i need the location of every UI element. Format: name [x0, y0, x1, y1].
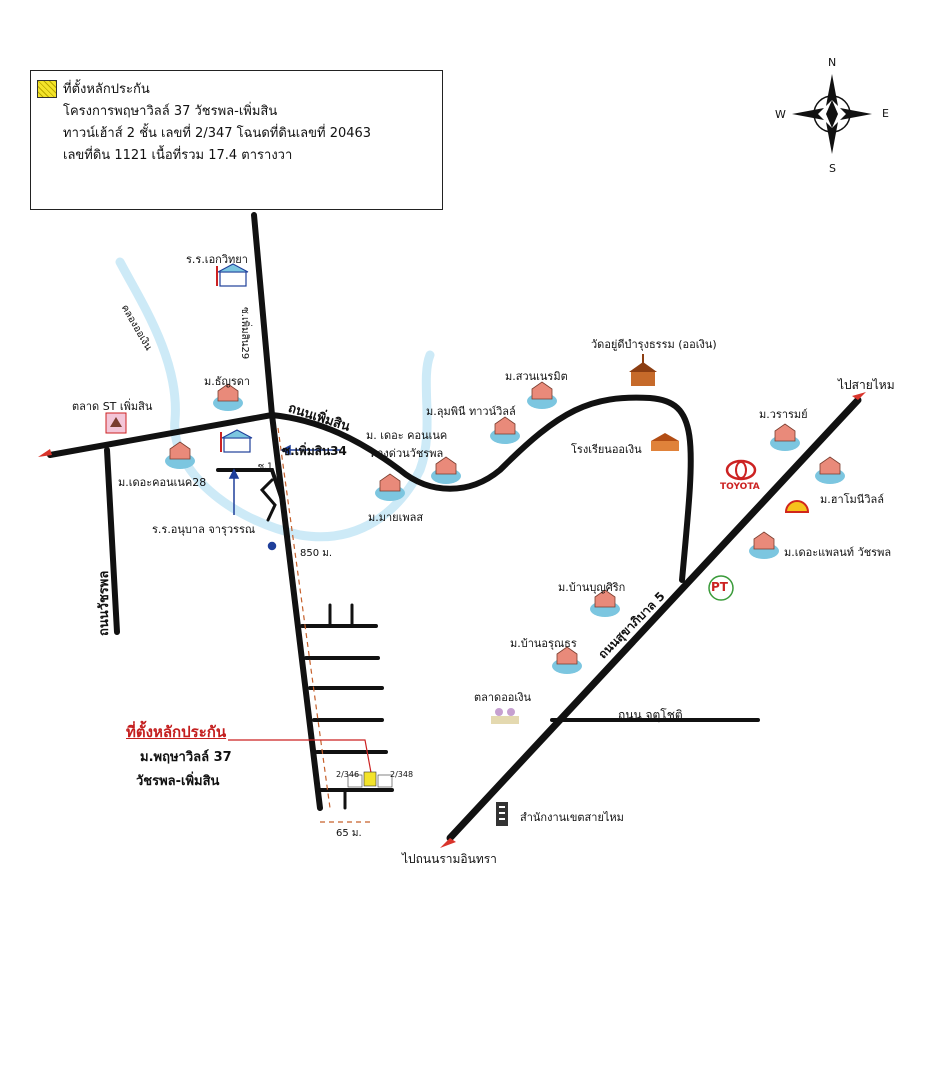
label-lumpini: ม.ลุมพินี ทาวน์วิลล์ [426, 405, 516, 418]
arrow-west-icon [38, 449, 52, 457]
house-icon [749, 531, 779, 559]
collateral-project: ม.พฤษาวิลล์ 37 [140, 750, 232, 765]
label-soi1: ซ.1 [258, 462, 273, 472]
house-icon [431, 456, 461, 484]
pointers [228, 444, 340, 551]
label-to-ramintra: ไปถนนรามอินทรา [402, 852, 497, 866]
collateral-lot [363, 771, 377, 787]
house-icon [490, 416, 520, 444]
compass-n: N [828, 56, 837, 69]
house-icon [770, 423, 800, 451]
road-soi29 [251, 212, 323, 811]
distance-lines [277, 427, 372, 823]
lot-right-number: 2/348 [390, 770, 414, 779]
label-suan-nermit: ม.สวนเนรมิต [505, 370, 568, 383]
distance-850-line [277, 427, 331, 809]
label-my-place: ม.มายเพลส [368, 511, 424, 524]
pt-logo-icon [708, 575, 734, 601]
label-the-plant: ม.เดอะแพลนท์ วัชรพล [784, 546, 892, 559]
road-phermsin-east [269, 394, 694, 583]
road-watcharaphon [104, 447, 120, 635]
office-building-icon [496, 802, 508, 826]
label-school-ekawit: ร.ร.เอกวิทยา [186, 253, 248, 266]
house-icon [375, 473, 405, 501]
label-wat: วัดอยู่ดีบำรุงธรรม (ออเงิน) [591, 338, 717, 351]
label-warami: ม.วรารมย์ [759, 408, 808, 421]
shell-logo-icon [784, 500, 810, 513]
house-icon [213, 383, 243, 411]
road-soi34-link [259, 478, 277, 522]
label-anuban: ร.ร.อนุบาล จารุวรรณ [152, 523, 256, 536]
arrow-north-east-icon [852, 392, 866, 400]
label-road-watcharaphon: ถนนวัชรพล [97, 570, 112, 636]
legend-line2: ทาวน์เฮ้าส์ 2 ชั้น เลขที่ 2/347 โฉนดที่ด… [63, 126, 372, 141]
label-distance-850: 850 ม. [300, 548, 333, 559]
house-icon [590, 589, 620, 617]
direction-arrows [38, 392, 866, 848]
house-icon [527, 381, 557, 409]
collateral-pointer [228, 739, 393, 788]
house-icon [815, 456, 845, 484]
compass-s: S [829, 162, 836, 175]
school-icon [216, 263, 249, 287]
arrow-south-west-icon [440, 838, 456, 848]
label-to-saimai: ไปสายไหม [838, 378, 895, 392]
label-soi34: ซ.เพิ่มสิน34 [282, 444, 347, 458]
label-school-oengoen: โรงเรียนออเงิน [571, 443, 642, 456]
road-soi1 [216, 468, 284, 502]
hatched-swatch-icon [37, 80, 57, 98]
school-icon [220, 429, 253, 453]
house-icon [165, 441, 195, 469]
legend-title: ที่ตั้งหลักประกัน [63, 82, 150, 97]
label-orasirin: ม.บ้านอรุณธร [510, 637, 577, 650]
label-distance-65: 65 ม. [336, 828, 362, 839]
road-phermsin-west [47, 412, 275, 458]
label-toyota: TOYOTA [720, 482, 760, 492]
label-pt: PT [711, 580, 728, 594]
collateral-title: ที่ตั้งหลักประกัน [126, 723, 227, 741]
house-icons [165, 381, 845, 674]
toyota-logo-icon [725, 459, 757, 481]
legend-box: ที่ตั้งหลักประกัน โครงการพฤษาวิลล์ 37 วั… [30, 70, 443, 210]
label-market-oengoen: ตลาดออเงิน [474, 691, 532, 704]
legend-line3: เลขที่ดิน 1121 เนื้อที่รวม 17.4 ตารางวา [63, 148, 293, 163]
label-road-jatuchot: ถนน จตุโชติ [618, 708, 683, 722]
house-icon [552, 646, 582, 674]
compass-w: W [775, 108, 786, 121]
road-network [47, 212, 862, 842]
label-soi29: ซ.เพิ่มสิน29 [239, 307, 250, 360]
label-bunsirik: ม.บ้านบุญศิริก [558, 581, 626, 594]
label-connect28: ม.เดอะคอนเนค28 [118, 476, 207, 489]
lot-left-number: 2/346 [336, 770, 360, 779]
school-icon [651, 433, 679, 451]
legend-line1: โครงการพฤษาวิลล์ 37 วัชรพล-เพิ่มสิน [63, 104, 278, 119]
compass-e: E [882, 107, 889, 120]
label-connect-wat2: ทางด่วนวัชรพล [370, 447, 444, 460]
compass-rose-icon [792, 74, 872, 154]
road-sukhapiban5 [446, 396, 862, 842]
label-harmony: ม.ฮาโมนีวิลล์ [820, 493, 884, 506]
temple-icon [629, 354, 657, 386]
market-icon [105, 412, 127, 434]
label-connect-wat: ม. เดอะ คอนเนค [366, 429, 448, 442]
market-icon [491, 708, 519, 724]
collateral-area: วัชรพล-เพิ่มสิน [136, 774, 220, 789]
label-district-office: สำนักงานเขตสายไหม [520, 811, 624, 824]
school-dot [267, 541, 277, 551]
label-tanyada: ม.ธัญรดา [204, 375, 251, 388]
label-market-st: ตลาด ST เพิ่มสิน [72, 400, 153, 413]
